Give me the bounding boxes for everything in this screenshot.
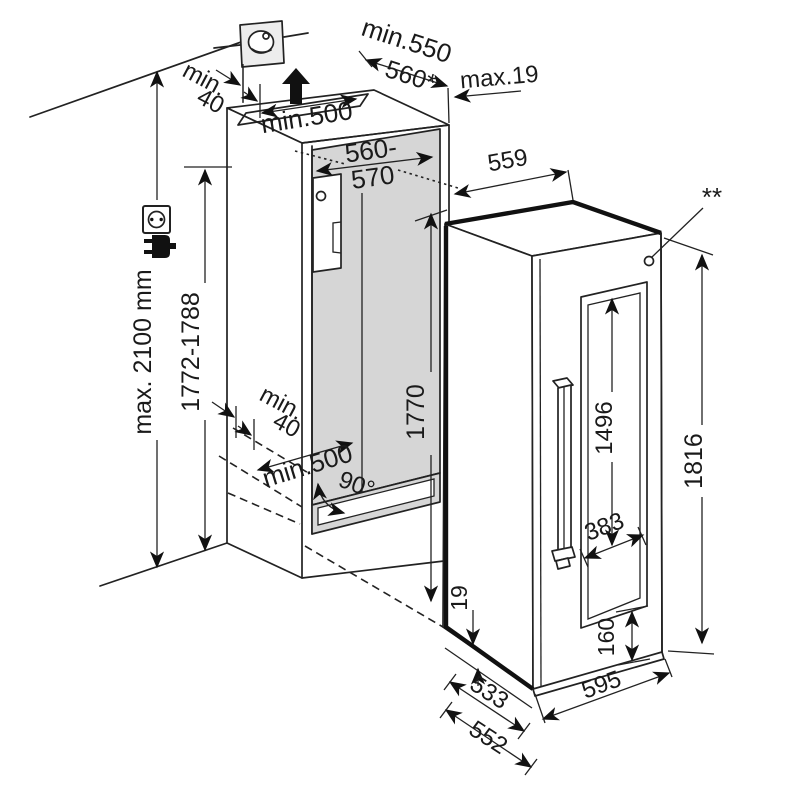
dim-top-depth: 559 — [486, 144, 530, 178]
dim-niche-inner-height: 1770 — [402, 384, 430, 440]
door-handle — [551, 377, 576, 570]
dim-niche-height: 1772-1788 — [177, 292, 205, 412]
dim-depth-total: 552 — [464, 715, 512, 759]
ventilation-up-arrow-icon — [282, 68, 310, 104]
dim-ceiling-height: max. 2100 mm — [129, 269, 157, 434]
power-socket-icon — [142, 205, 171, 234]
dim-depth-body: 533 — [465, 670, 513, 714]
appliance — [442, 199, 665, 709]
niche-cabinet — [226, 68, 450, 579]
footnote-marker: ** — [702, 182, 722, 212]
dim-door-panel-height: 1496 — [591, 401, 618, 454]
niche-left-panel — [226, 107, 303, 579]
dim-wall-thickness: max.19 — [459, 61, 540, 95]
dim-niche-width-line2: 570 — [349, 159, 396, 195]
dim-door-thickness: 19 — [446, 585, 472, 611]
appliance-left-side — [442, 223, 534, 690]
dimension-lines — [149, 50, 715, 776]
power-plug-icon — [144, 235, 176, 258]
dim-niche-width-line1: 560- — [343, 132, 399, 169]
dim-panel-bottom-offset: 160 — [593, 618, 619, 656]
niche-plinth-grille — [311, 472, 441, 535]
niche-junction-box — [312, 173, 342, 273]
door-panel-inner-frame — [587, 292, 641, 620]
dim-appliance-height: 1816 — [680, 433, 708, 489]
door-top-marker-circle — [643, 255, 655, 267]
